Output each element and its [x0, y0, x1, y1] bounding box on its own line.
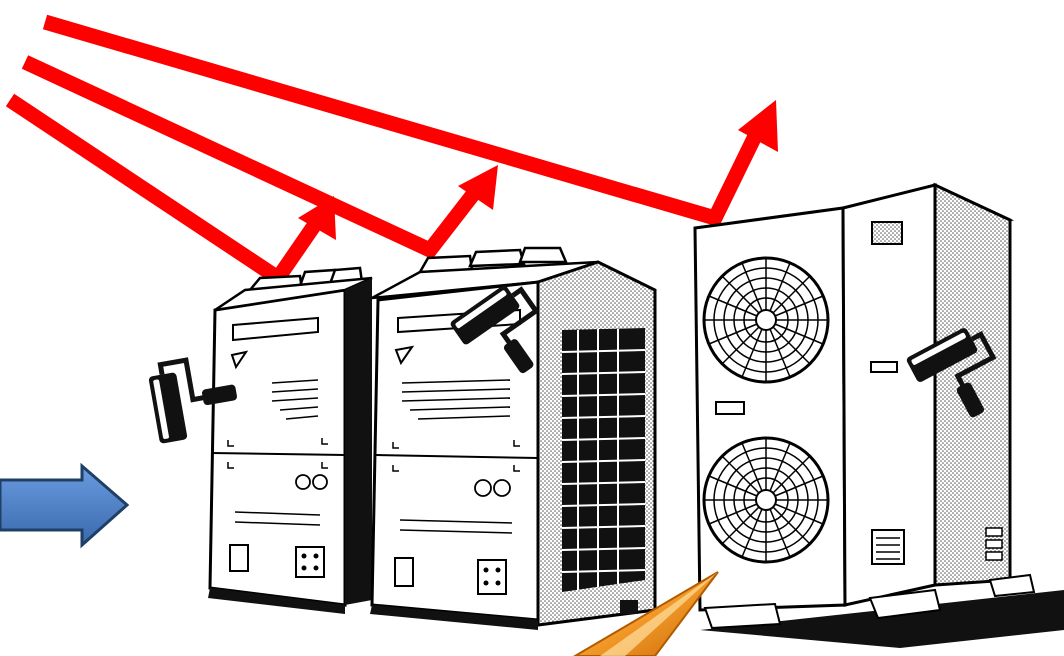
outdoor-unit-3 — [693, 182, 1036, 630]
outdoor-unit-2 — [370, 246, 657, 630]
flow-arrow-top — [42, 14, 764, 227]
flow-arrows — [5, 14, 764, 289]
handle-slot — [715, 401, 745, 415]
flow-arrowhead-top — [738, 100, 778, 152]
flow-arrowhead-middle — [458, 165, 498, 210]
outdoor-unit-1 — [208, 266, 373, 614]
pointer-cone — [573, 571, 719, 656]
fan-guard-lower — [702, 436, 830, 564]
ground-shadow — [700, 590, 1064, 648]
flow-arrowhead-bottom — [298, 196, 336, 240]
flow-arrow-middle — [21, 55, 484, 260]
flow-arrowheads — [298, 100, 778, 240]
input-arrow — [0, 462, 130, 549]
fan-guard-upper — [702, 256, 830, 384]
